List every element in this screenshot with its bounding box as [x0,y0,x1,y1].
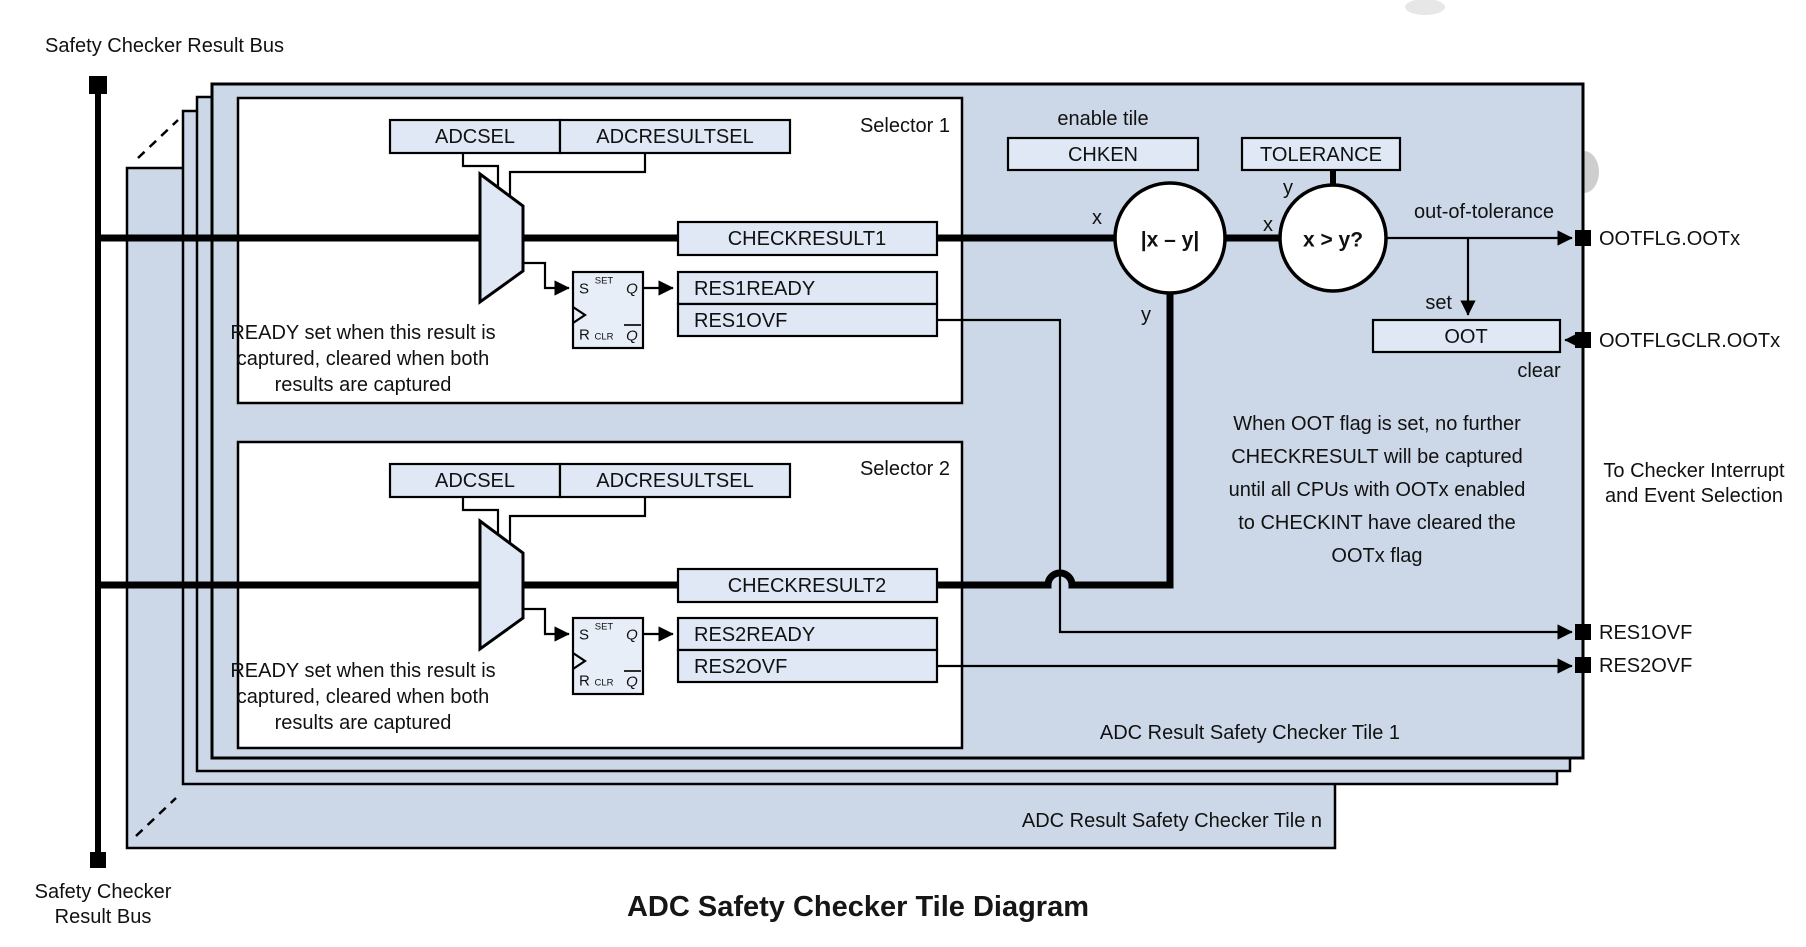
selector-1-note-line3: results are captured [275,374,452,396]
ff2-r-label: R [579,673,590,690]
adcsel-1-label: ADCSEL [435,126,515,148]
tile-n-label: ADC Result Safety Checker Tile n [1022,810,1322,832]
result-bus-terminal-bottom [90,852,106,868]
cmp-y-input-label: y [1283,177,1293,199]
ff2-q-label: Q [626,627,638,644]
tolerance-register [1240,136,1402,172]
selector-1-note-line2: captured, cleared when both [237,348,489,370]
oot-note-line3: until all CPUs with OOTx enabled [1229,479,1526,501]
res2ovf-register [676,648,939,684]
wire-mux2-to-ff [523,607,570,642]
stack-ellipsis-dash-top [137,119,179,159]
set-label: set [1425,292,1452,314]
ff1-q-label: Q [626,281,638,298]
res1ovf-register [676,302,939,338]
selector-2-note-line1: READY set when this result is [230,660,495,682]
chken-register [1006,136,1200,172]
out-of-tolerance-label: out-of-tolerance [1414,201,1554,223]
wire-adcresultsel2-to-mux [508,497,647,543]
res1ovf-label: RES1OVF [694,310,787,332]
terminal-res2ovf [1575,657,1591,673]
res2ovf-output-label: RES2OVF [1599,655,1692,677]
mux-selector-1 [478,171,525,305]
checkresult1-label: CHECKRESULT1 [728,228,887,250]
abs-diff-node [1113,181,1227,295]
compare-node [1278,183,1388,293]
bus-label-bottom-line2: Result Bus [55,906,152,928]
bus-label-top: Safety Checker Result Bus [45,35,284,57]
oot-note-line4: to CHECKINT have cleared the [1238,512,1516,534]
wire-adcresultsel1-to-mux [508,153,647,197]
tile-1-label: ADC Result Safety Checker Tile 1 [1100,722,1400,744]
enable-tile-label: enable tile [1057,108,1148,130]
chken-label: CHKEN [1068,144,1138,166]
ootflg-output-label: OOTFLG.OOTx [1599,228,1740,250]
ff2-s-label: S [579,627,589,644]
res1ready-register [676,270,939,306]
oot-note-line2: CHECKRESULT will be captured [1231,446,1523,468]
clear-label: clear [1517,360,1561,382]
watermark-smudge [1405,0,1445,15]
ff2-set-label: SET [595,622,614,633]
selector-1-label: Selector 1 [860,115,950,137]
wire-adcsel1-to-mux [461,153,500,188]
result-bus-terminal-top [89,76,107,94]
interrupt-note-line2: and Event Selection [1605,485,1783,507]
wire-res1ovf [937,318,1573,640]
ff2-clr-label: CLR [594,678,613,689]
tolerance-label: TOLERANCE [1260,144,1382,166]
adcsel-1-register [388,118,562,155]
abs-y-input-label: y [1141,304,1151,326]
selector-2-note-line2: captured, cleared when both [237,686,489,708]
oot-note-line1: When OOT flag is set, no further [1233,413,1521,435]
terminal-ootflg [1575,230,1591,246]
flipflop-2 [571,616,645,696]
selector-1-note-line1: READY set when this result is [230,322,495,344]
adcresultsel-1-label: ADCRESULTSEL [596,126,753,148]
ff2-qbar-label: Q [626,674,638,691]
compare-label: x > y? [1303,229,1363,252]
ff1-qbar-label: Q [626,328,638,345]
terminal-res1ovf [1575,624,1591,640]
selector-2-note-line3: results are captured [275,712,452,734]
ff1-r-label: R [579,327,590,344]
adcsel-2-label: ADCSEL [435,470,515,492]
clock-triangle-icon [572,306,587,324]
checkresult1-register [676,220,939,257]
ootflgclr-output-label: OOTFLGCLR.OOTx [1599,330,1780,352]
res2ready-register [676,616,939,652]
abs-x-input-label: x [1092,207,1102,229]
res2ovf-label: RES2OVF [694,656,787,678]
checkresult2-label: CHECKRESULT2 [728,575,887,597]
selector-2-label: Selector 2 [860,458,950,480]
adcresultsel-2-label: ADCRESULTSEL [596,470,753,492]
mux-selector-2 [478,518,525,652]
adcresultsel-2-register [558,462,792,499]
oot-note-line5: OOTx flag [1331,545,1422,567]
oot-box-label: OOT [1444,326,1487,348]
interrupt-note-line1: To Checker Interrupt [1603,460,1785,482]
checkresult2-register [676,567,939,604]
cmp-x-input-label: x [1263,214,1273,236]
wire-checkresult2-to-abs-y [937,293,1174,589]
abs-diff-label: |x – y| [1141,229,1199,252]
wire-mux1-to-ff [523,261,570,296]
diagram-title: ADC Safety Checker Tile Diagram [627,891,1089,923]
clock-triangle-icon [572,652,587,670]
res1ready-label: RES1READY [694,278,815,300]
res2ready-label: RES2READY [694,624,815,646]
wire-adcsel2-to-mux [461,497,500,534]
ff1-clr-label: CLR [594,332,613,343]
flipflop-1 [571,270,645,350]
ff1-s-label: S [579,281,589,298]
bus-label-bottom-line1: Safety Checker [35,881,172,903]
adcresultsel-1-register [558,118,792,155]
oot-flag-box [1371,318,1562,354]
terminal-ootflgclr [1575,332,1591,348]
adcsel-2-register [388,462,562,499]
ff1-set-label: SET [595,276,614,287]
res1ovf-output-label: RES1OVF [1599,622,1692,644]
